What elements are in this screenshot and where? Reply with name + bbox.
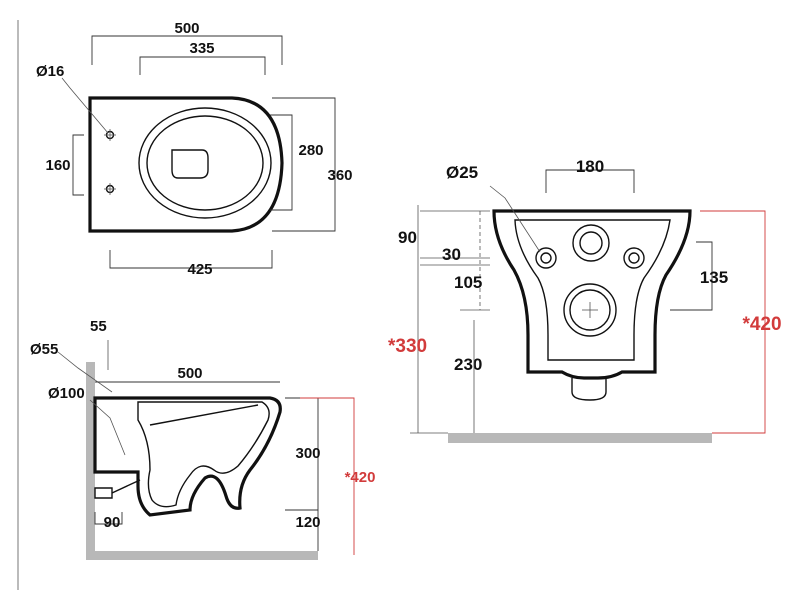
bolt-hole-icon <box>535 247 557 269</box>
top-width-inner: 335 <box>189 40 214 57</box>
side-view-outlet-pipe <box>111 479 141 494</box>
side-length: 500 <box>177 365 202 382</box>
front-total-height: *420 <box>742 314 781 335</box>
top-view-bowl-inner <box>146 115 264 211</box>
side-height-total: *420 <box>345 469 376 486</box>
front-view-inner <box>514 219 671 361</box>
top-overall-depth: 360 <box>327 167 352 184</box>
side-height: 300 <box>295 445 320 462</box>
front-view-body <box>492 209 692 380</box>
leader-line <box>489 185 541 253</box>
mounting-hole-icon <box>104 183 116 195</box>
dim-line <box>545 169 635 193</box>
front-view: Ø25 180 90 30 105 230 *330 135 *420 <box>388 157 782 443</box>
dim-line <box>91 35 283 65</box>
top-bottom-length: 425 <box>187 261 212 278</box>
front-side-height: 135 <box>700 268 728 287</box>
side-view-bowl <box>137 401 270 508</box>
dim-line <box>109 250 273 269</box>
outlet-pipe-icon <box>563 283 617 337</box>
side-view: 55 Ø55 Ø100 500 300 *420 120 90 <box>30 318 375 560</box>
dim-line <box>670 241 713 311</box>
top-bowl-width: 280 <box>298 142 323 159</box>
wall <box>86 362 95 560</box>
top-view-outline <box>88 96 284 233</box>
side-pipe-small: Ø55 <box>30 341 58 358</box>
dim-line <box>72 134 84 196</box>
side-outlet-offset: 90 <box>104 514 121 531</box>
top-view-bowl-outer <box>138 107 272 219</box>
floor <box>86 551 318 560</box>
bolt-hole-inner-icon <box>540 252 552 264</box>
dim-line-red <box>700 210 766 434</box>
side-view-outlet <box>94 487 113 499</box>
mounting-hole-icon <box>104 129 116 141</box>
dim-line <box>139 56 266 75</box>
front-outlet-offset: 105 <box>454 273 482 292</box>
front-view-outlet <box>571 378 607 401</box>
top-width-overall: 500 <box>174 20 199 37</box>
side-bottom-height: 120 <box>295 514 320 531</box>
dim-line <box>94 512 123 525</box>
leader-line <box>61 77 109 134</box>
dim-line <box>272 97 336 232</box>
bolt-hole-icon <box>623 247 645 269</box>
top-hole-diameter: Ø16 <box>36 63 64 80</box>
front-floor <box>448 433 712 443</box>
front-hole-spacing: 180 <box>576 157 604 176</box>
dim-line-red <box>300 397 355 555</box>
front-hole-diameter: Ø25 <box>446 163 478 182</box>
front-small-offset: 30 <box>442 245 461 264</box>
leader-line <box>57 351 113 393</box>
front-top-offset: 90 <box>398 228 417 247</box>
bolt-hole-inner-icon <box>628 252 640 264</box>
outlet-pipe-inner-icon <box>569 289 611 331</box>
top-view: 500 335 Ø16 160 280 360 425 <box>36 20 353 278</box>
inlet-pipe-icon <box>572 224 610 262</box>
side-offset-top: 55 <box>90 318 107 335</box>
inlet-pipe-inner-icon <box>579 231 603 255</box>
dim-line <box>270 114 293 211</box>
side-view-body <box>93 396 282 517</box>
front-outlet-height: 230 <box>454 355 482 374</box>
front-floor-height: *330 <box>388 336 427 357</box>
side-view-rim <box>149 404 259 426</box>
top-hole-spacing: 160 <box>45 157 70 174</box>
side-pipe-large: Ø100 <box>48 385 85 402</box>
top-view-drain <box>171 149 209 179</box>
leader-line <box>89 399 126 456</box>
